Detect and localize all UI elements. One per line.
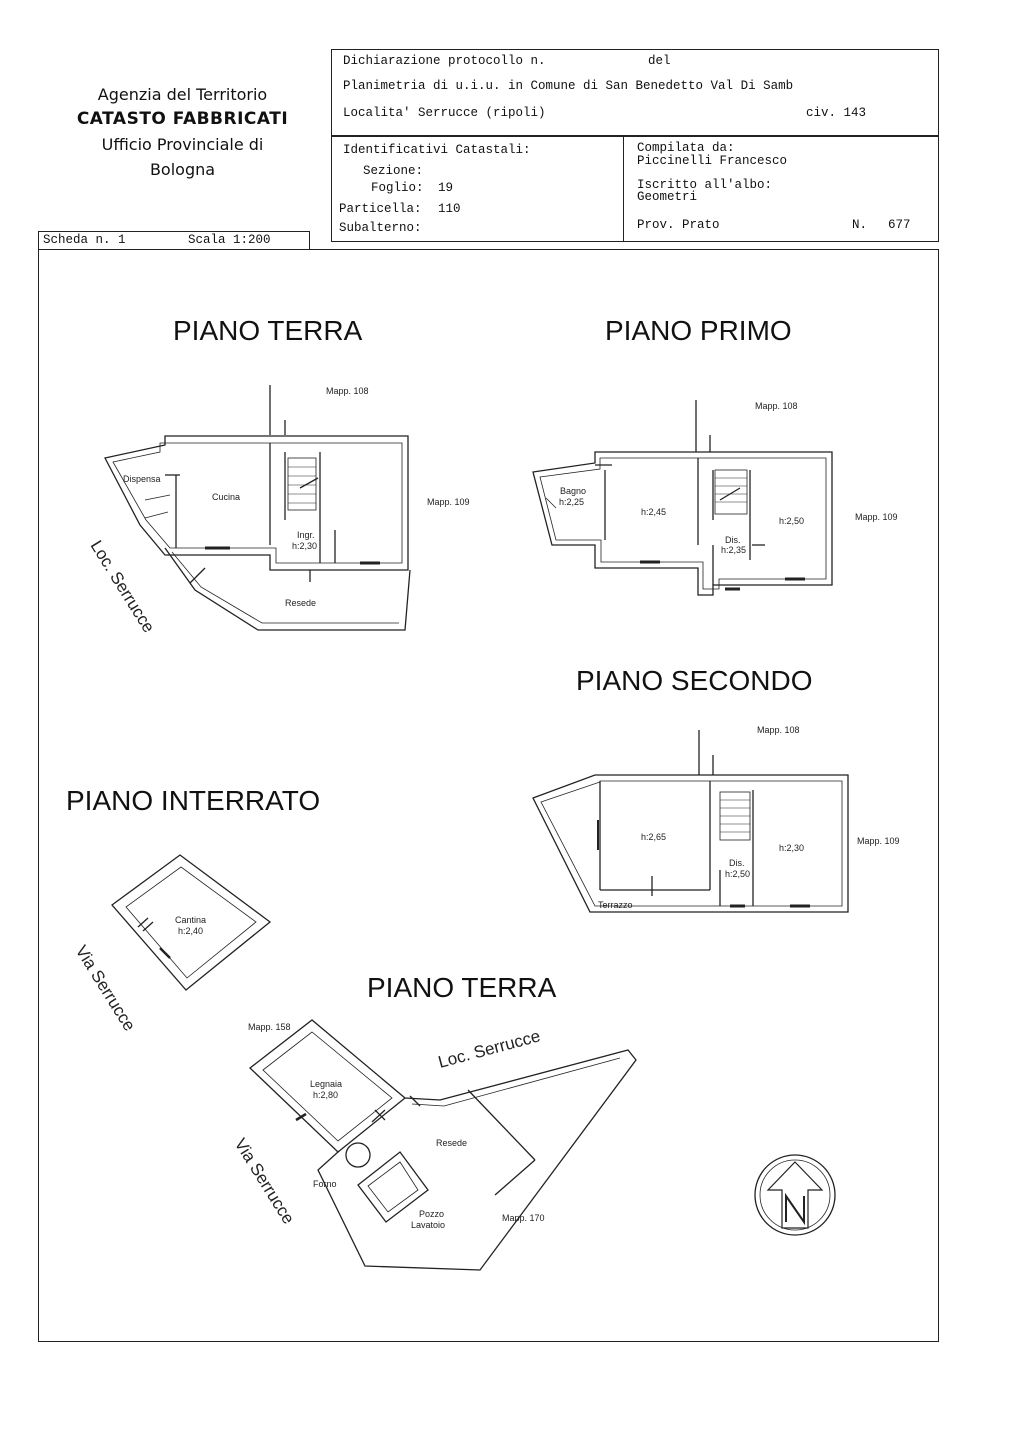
scala-label: Scala 1:200 <box>188 233 271 247</box>
particella-label: Particella: <box>339 202 422 216</box>
north-arrow-icon <box>754 1154 836 1236</box>
primo-outer-wall <box>532 451 833 596</box>
pp-room-bagno-h: h:2,25 <box>559 497 584 507</box>
iscritto-label: Iscritto all'albo: <box>637 178 773 192</box>
pt2-mapp158: Mapp. 158 <box>248 1022 291 1032</box>
pt-room-ingr-h: h:2,30 <box>292 541 317 551</box>
forno-circle <box>345 1142 371 1168</box>
dichiarazione-label: Dichiarazione protocollo n. <box>343 54 546 68</box>
pt-room-cucina: Cucina <box>212 492 240 502</box>
ps-room-dis-h: h:2,50 <box>725 869 750 879</box>
pt2-lavatoio: Lavatoio <box>411 1220 445 1230</box>
planimetria-label: Planimetria di u.i.u. in Comune di San B… <box>343 79 794 93</box>
declaration-box <box>331 49 939 136</box>
terra-outer-wall <box>104 435 409 571</box>
title-piano-primo: PIANO PRIMO <box>605 315 792 346</box>
agency-name: Agenzia del Territorio <box>97 85 268 104</box>
ufficio-label: Ufficio Provinciale di <box>101 135 264 154</box>
civ-label: civ. 143 <box>806 106 867 120</box>
sezione-label: Sezione: <box>363 164 424 178</box>
n-value: 677 <box>888 218 911 232</box>
pp-room-dis: Dis. <box>725 535 741 545</box>
pt2-pozzo: Pozzo <box>419 1209 444 1219</box>
plan-piano-terra <box>104 385 411 631</box>
pt2-street-via-label: Via Serrucce <box>231 1135 299 1227</box>
secondo-outer-wall <box>532 774 849 913</box>
pt2-room-legnaia: Legnaia <box>310 1079 342 1089</box>
pt-mapp109: Mapp. 109 <box>427 497 470 507</box>
pt2-mapp170: Mapp. 170 <box>502 1213 545 1223</box>
pt-room-ingr: Ingr. <box>297 530 315 540</box>
pt-room-dispensa: Dispensa <box>123 474 161 484</box>
catasto-title: CATASTO FABBRICATI <box>76 109 289 129</box>
ps-mapp109: Mapp. 109 <box>857 836 900 846</box>
compilata-label: Compilata da: <box>637 141 735 155</box>
pt2-room-legnaia-h: h:2,80 <box>313 1090 338 1100</box>
pi-room-cantina: Cantina <box>175 915 206 925</box>
pi-room-cantina-h: h:2,40 <box>178 926 203 936</box>
pt2-resede: Resede <box>436 1138 467 1148</box>
pt2-street-loc-label: Loc. Serrucce <box>436 1026 542 1072</box>
agency-block: Agenzia del Territorio CATASTO FABBRICAT… <box>60 82 305 182</box>
provincia-name: Bologna <box>149 160 216 179</box>
pp-mapp108: Mapp. 108 <box>755 401 798 411</box>
plan-piano-secondo <box>532 730 849 913</box>
title-piano-terra: PIANO TERRA <box>173 315 363 346</box>
title-piano-interrato: PIANO INTERRATO <box>66 785 321 816</box>
identificativi-title: Identificativi Catastali: <box>343 143 531 157</box>
ps-room2-h: h:2,30 <box>779 843 804 853</box>
resede-boundary <box>164 547 411 631</box>
iscritto-value: Geometri <box>637 190 698 204</box>
plan-piano-terra-2 <box>249 1019 637 1271</box>
foglio-label: Foglio: <box>371 181 424 195</box>
plan-piano-interrato <box>111 854 272 991</box>
pi-street-label: Via Serrucce <box>72 942 140 1034</box>
pp-room1-h: h:2,45 <box>641 507 666 517</box>
compilata-box <box>623 136 939 242</box>
pt-street-label: Loc. Serrucce <box>87 537 159 636</box>
localita-label: Localita' Serrucce (ripoli) <box>343 106 546 120</box>
del-label: del <box>648 54 671 68</box>
n-label: N. <box>852 218 868 232</box>
foglio-value: 19 <box>438 181 454 195</box>
ps-room-dis: Dis. <box>729 858 745 868</box>
pt-room-resede: Resede <box>285 598 316 608</box>
pt-mapp108: Mapp. 108 <box>326 386 369 396</box>
pt2-forno: Forno <box>313 1179 337 1189</box>
pp-room-bagno: Bagno <box>560 486 586 496</box>
scheda-label: Scheda n. 1 <box>43 233 126 247</box>
pp-room-dis-h: h:2,35 <box>721 545 746 555</box>
subalterno-label: Subalterno: <box>339 221 422 235</box>
prov-label: Prov. Prato <box>637 218 720 232</box>
drawing-frame <box>38 249 939 1342</box>
plan-piano-primo <box>532 400 833 596</box>
pozzo-box <box>357 1151 429 1223</box>
compilata-name: Piccinelli Francesco <box>637 154 788 168</box>
ps-mapp108: Mapp. 108 <box>757 725 800 735</box>
pp-mapp109: Mapp. 109 <box>855 512 898 522</box>
title-piano-secondo: PIANO SECONDO <box>576 665 813 696</box>
resede-boundary-2 <box>317 1049 637 1271</box>
interrato-outer-wall <box>111 854 272 991</box>
particella-value: 110 <box>438 202 461 216</box>
ps-room1-h: h:2,65 <box>641 832 666 842</box>
ps-terrazzo: Terrazzo <box>598 900 633 910</box>
pp-room2-h: h:2,50 <box>779 516 804 526</box>
title-piano-terra-2: PIANO TERRA <box>367 972 557 1003</box>
